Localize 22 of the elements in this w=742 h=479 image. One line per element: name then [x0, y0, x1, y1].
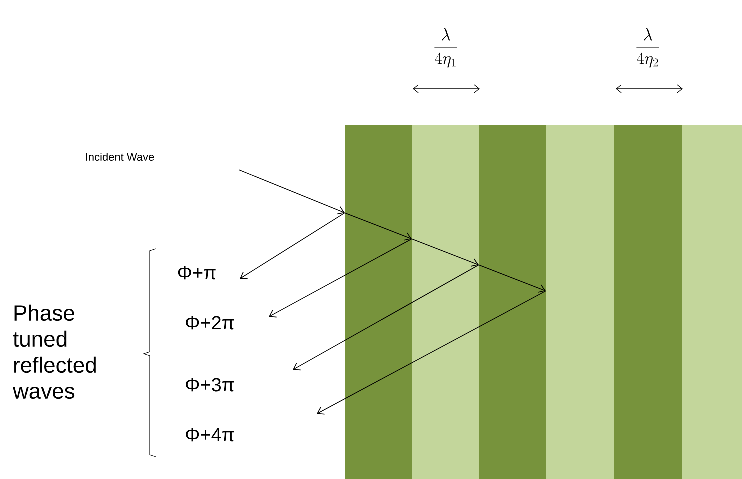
layer-bar [614, 125, 682, 479]
arrow [412, 238, 479, 267]
arrow [344, 212, 412, 241]
formula: $\frac{\lambda}{4\eta_2}$ [636, 28, 660, 68]
phase-label: Φ+2π [186, 316, 234, 330]
layer-bar [345, 125, 412, 479]
arrow [238, 170, 345, 215]
arrow [317, 290, 546, 415]
layer-bar [546, 125, 614, 479]
formula: $\frac{\lambda}{4\eta_1}$ [434, 28, 458, 68]
layer-bar [412, 125, 480, 479]
wave-label: Incident Wave [86, 152, 154, 162]
arrow [269, 238, 412, 318]
phase-label: Φ+3π [186, 378, 234, 392]
phase-label: Φ+4π [186, 428, 234, 442]
phase-label: Φ+π [178, 266, 216, 280]
arrow [293, 264, 480, 371]
phase-label: Phase tuned reflected waves [12, 304, 96, 400]
layer-bar [682, 125, 742, 479]
arrow [478, 264, 546, 293]
arrow [240, 212, 346, 280]
layer-bar [479, 125, 546, 479]
